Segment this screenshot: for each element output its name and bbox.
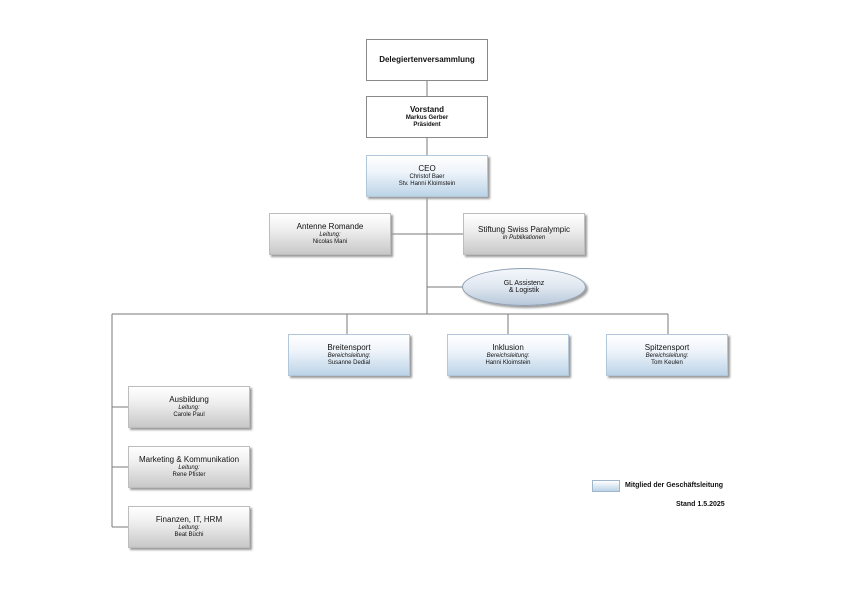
breitensport-name: Susanne Dedial xyxy=(327,360,371,366)
vorstand-role: Präsident xyxy=(413,122,441,128)
marketing-name: Rene Pfister xyxy=(172,472,206,478)
spitzensport-name: Tom Keulen xyxy=(651,360,683,366)
finanzen-box: Finanzen, IT, HRM Leitung: Beat Büchi xyxy=(128,506,250,548)
inklusion-title: Inklusion xyxy=(492,342,524,352)
spitzensport-role: Bereichsleitung: xyxy=(645,352,689,359)
ceo-name: Christof Baer xyxy=(409,173,445,180)
spitzensport-box: Spitzensport Bereichsleitung: Tom Keulen xyxy=(606,334,728,376)
breitensport-title: Breitensport xyxy=(327,342,371,352)
antenne-romande-role: Leitung: xyxy=(319,231,341,238)
breitensport-role: Bereichsleitung: xyxy=(327,352,371,359)
stiftung-note: in Publikationen xyxy=(502,235,546,242)
ceo-title: CEO xyxy=(418,163,436,173)
gl-assistenz-line1: GL Assistenz xyxy=(503,280,545,287)
delegiertenversammlung-title: Delegiertenversammlung xyxy=(379,55,475,64)
finanzen-role: Leitung: xyxy=(178,524,200,531)
gl-assistenz-ellipse: GL Assistenz & Logistik xyxy=(462,268,586,306)
antenne-romande-title: Antenne Romande xyxy=(296,221,364,231)
ausbildung-name: Carole Paul xyxy=(173,412,205,418)
marketing-role: Leitung: xyxy=(178,464,200,471)
inklusion-name: Hanni Kloimstein xyxy=(485,360,531,366)
antenne-romande-box: Antenne Romande Leitung: Nicolas Mani xyxy=(269,213,391,255)
inklusion-box: Inklusion Bereichsleitung: Hanni Kloimst… xyxy=(447,334,569,376)
ausbildung-box: Ausbildung Leitung: Carole Paul xyxy=(128,386,250,428)
vorstand-name: Markus Gerber xyxy=(405,114,449,121)
marketing-box: Marketing & Kommunikation Leitung: Rene … xyxy=(128,446,250,488)
ceo-box: CEO Christof Baer Stv. Hanni Kloimstein xyxy=(366,155,488,197)
marketing-title: Marketing & Kommunikation xyxy=(138,454,240,464)
stand-date: Stand 1.5.2025 xyxy=(676,501,725,508)
finanzen-title: Finanzen, IT, HRM xyxy=(155,514,223,524)
ceo-deputy: Stv. Hanni Kloimstein xyxy=(398,181,456,187)
ausbildung-title: Ausbildung xyxy=(169,394,209,404)
spitzensport-title: Spitzensport xyxy=(644,342,690,352)
delegiertenversammlung-box: Delegiertenversammlung xyxy=(366,39,488,81)
inklusion-role: Bereichsleitung: xyxy=(486,352,530,359)
stiftung-box: Stiftung Swiss Paralympic in Publikation… xyxy=(463,213,585,255)
finanzen-name: Beat Büchi xyxy=(174,532,204,538)
vorstand-box: Vorstand Markus Gerber Präsident xyxy=(366,96,488,138)
stiftung-title: Stiftung Swiss Paralympic xyxy=(477,225,571,235)
ausbildung-role: Leitung: xyxy=(178,404,200,411)
vorstand-title: Vorstand xyxy=(409,104,445,114)
legend-label: Mitglied der Geschäftsleitung xyxy=(625,482,724,489)
breitensport-box: Breitensport Bereichsleitung: Susanne De… xyxy=(288,334,410,376)
legend-swatch xyxy=(592,480,620,492)
gl-assistenz-line2: & Logistik xyxy=(508,287,540,294)
antenne-romande-name: Nicolas Mani xyxy=(312,239,348,245)
